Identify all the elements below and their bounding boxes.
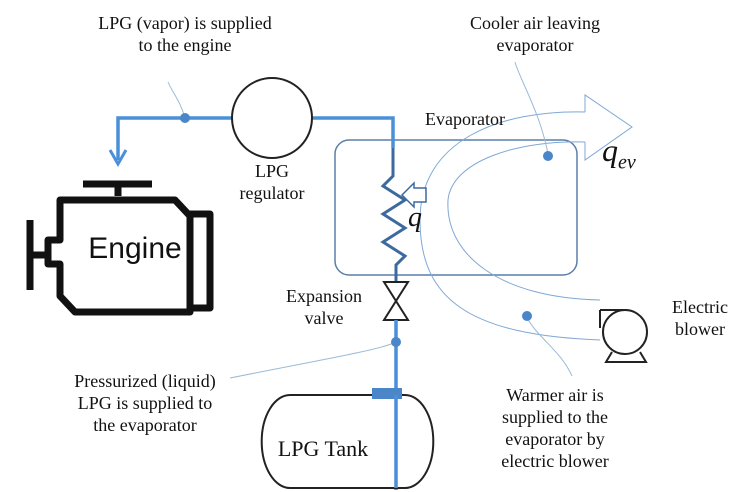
expansion-valve-label: Expansion valve: [286, 286, 362, 328]
heat-q-label: q: [408, 202, 422, 233]
expansion-valve: [382, 281, 410, 321]
engine-icon: [26, 180, 214, 316]
evaporator-box: [334, 139, 578, 276]
vapor-pipe: [116, 116, 232, 160]
q-ev-label: qev: [602, 132, 636, 174]
engine-label: Engine: [88, 232, 182, 265]
electric-blower-label: Electric blower: [672, 297, 728, 339]
heat-arrow: [400, 181, 427, 209]
vapor-supply-label: LPG (vapor) is supplied to the engine: [98, 13, 272, 55]
warm-air-stream: [419, 111, 601, 341]
tank-valve-block: [372, 388, 402, 399]
electric-blower-icon: [599, 309, 648, 363]
air-stream-outer: [447, 141, 601, 301]
evaporator-coil: [380, 148, 408, 282]
lpg-regulator: [231, 77, 313, 159]
engine-inlet-arrow: [108, 149, 128, 168]
pressurized-lpg-label: Pressurized (liquid) LPG is supplied to …: [74, 371, 216, 435]
evaporator-label: Evaporator: [425, 109, 505, 129]
cooler-air-label: Cooler air leaving evaporator: [470, 13, 600, 55]
air-outlet-arrow: [584, 94, 633, 161]
regulator-label: LPG regulator: [239, 161, 305, 203]
callout-leaders: [167, 61, 573, 379]
tank-label: LPG Tank: [277, 436, 369, 461]
regulator-evaporator-pipe: [312, 116, 395, 148]
warmer-air-label: Warmer air is supplied to the evaporator…: [501, 385, 609, 471]
callout-dots: [180, 113, 553, 347]
lpg-tank: [260, 394, 435, 489]
